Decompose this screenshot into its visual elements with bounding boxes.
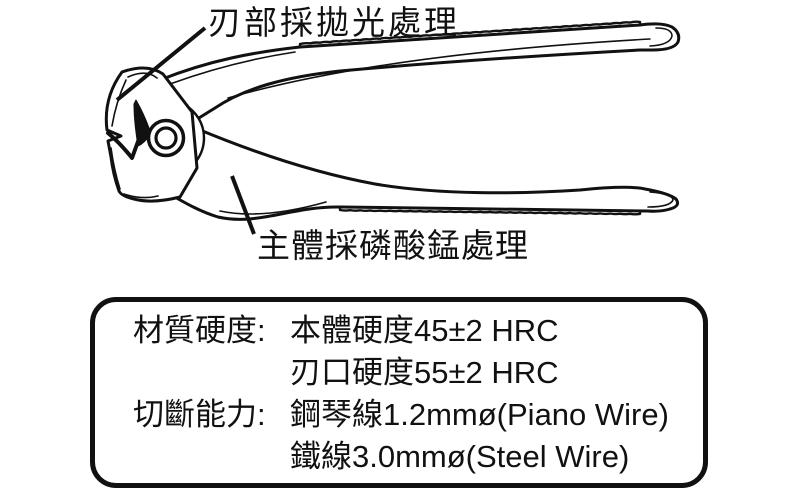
- blade-leader-line: [115, 26, 207, 102]
- spec-label-cutting: 切斷能力:: [133, 397, 266, 432]
- spec-value-piano-wire: 鋼琴線1.2mmø(Piano Wire): [290, 397, 669, 432]
- body-leader-line: [230, 175, 256, 235]
- spec-value-body-hardness: 本體硬度45±2 HRC: [290, 313, 559, 348]
- spec-value-edge-hardness: 刃口硬度55±2 HRC: [290, 355, 559, 390]
- spec-row-hardness: 材質硬度: 本體硬度45±2 HRC 刃口硬度55±2 HRC: [133, 310, 703, 394]
- spec-row-cutting: 切斷能力: 鋼琴線1.2mmø(Piano Wire) 鐵線3.0mmø(Ste…: [133, 394, 703, 478]
- upper-handle: [158, 22, 681, 128]
- contour-details: [110, 27, 674, 215]
- spec-label-hardness: 材質硬度:: [133, 313, 266, 348]
- body-treatment-callout: 主體採磷酸錳處理: [257, 227, 529, 264]
- jaw-parting-line: [106, 131, 142, 160]
- jaw-shadow: [133, 99, 151, 147]
- pivot-hole: [154, 126, 178, 150]
- spec-box: 材質硬度: 本體硬度45±2 HRC 刃口硬度55±2 HRC 切斷能力: 鋼琴…: [90, 297, 708, 488]
- blade-treatment-callout: 刃部採拋光處理: [208, 4, 460, 41]
- spec-value-steel-wire: 鐵線3.0mmø(Steel Wire): [290, 439, 630, 474]
